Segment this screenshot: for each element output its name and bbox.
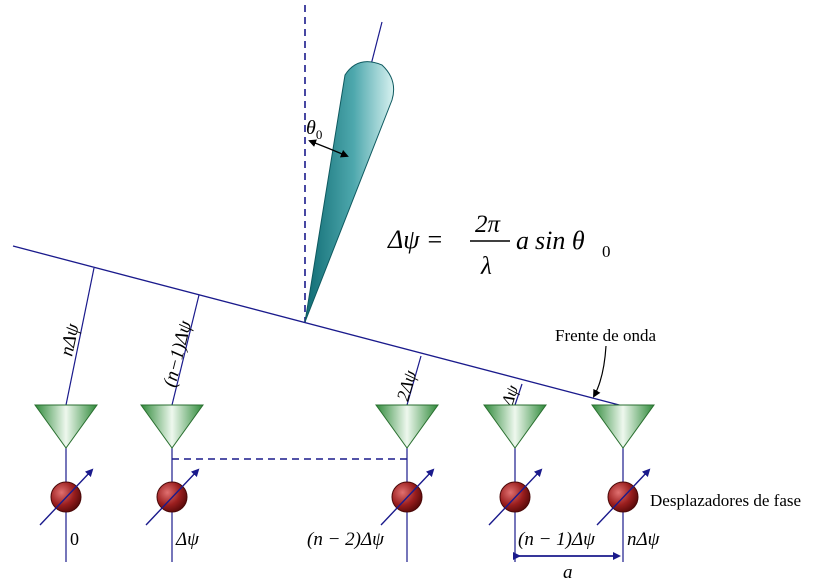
- path-line-n: [65, 267, 95, 406]
- antenna-element: [140, 404, 204, 449]
- svg-text:sin θ: sin θ: [535, 226, 585, 255]
- path-label-n: nΔψ: [56, 321, 84, 358]
- antenna-element: [34, 404, 98, 449]
- phase-shifter: [39, 468, 94, 526]
- antenna-elements: [34, 404, 655, 449]
- antenna-element: [483, 404, 547, 449]
- main-beam-lobe: [304, 61, 395, 323]
- shift-label-0: 0: [70, 529, 79, 549]
- shift-label-1: Δψ: [175, 529, 200, 550]
- steering-angle-arc: [308, 139, 349, 158]
- svg-text:Δψ =: Δψ =: [387, 225, 443, 254]
- wavefront-pointer-arrow: [593, 345, 607, 398]
- path-line-2: [406, 355, 422, 406]
- svg-text:a: a: [516, 226, 529, 255]
- phase-shifter: [380, 468, 435, 526]
- antenna-element: [375, 404, 439, 449]
- path-label-n-1: (n−1)Δψ: [159, 318, 196, 390]
- phase-shifters: [39, 468, 651, 526]
- svg-text:0: 0: [602, 242, 611, 261]
- shift-label-n-1: (n − 1)Δψ: [518, 529, 596, 550]
- spacing-label: a: [563, 562, 573, 581]
- path-line-1: [514, 383, 523, 406]
- phase-shifter: [488, 468, 543, 526]
- svg-text:λ: λ: [480, 253, 492, 280]
- phase-shifters-label: Desplazadores de fase: [650, 491, 801, 510]
- shift-label-n-2: (n − 2)Δψ: [307, 529, 385, 550]
- path-line-n-1: [171, 294, 200, 406]
- phase-formula: Δψ = 2π λ a sin θ 0: [387, 211, 611, 280]
- wavefront-line: [12, 245, 624, 407]
- phase-shifter: [145, 468, 200, 526]
- shift-label-n: nΔψ: [627, 529, 661, 550]
- wavefront-label: Frente de onda: [555, 326, 656, 345]
- svg-text:2π: 2π: [475, 211, 502, 238]
- antenna-element: [591, 404, 655, 449]
- steering-angle-label: θ0: [306, 117, 322, 142]
- path-label-2: 2Δψ: [393, 367, 421, 403]
- phase-shifter: [596, 468, 651, 526]
